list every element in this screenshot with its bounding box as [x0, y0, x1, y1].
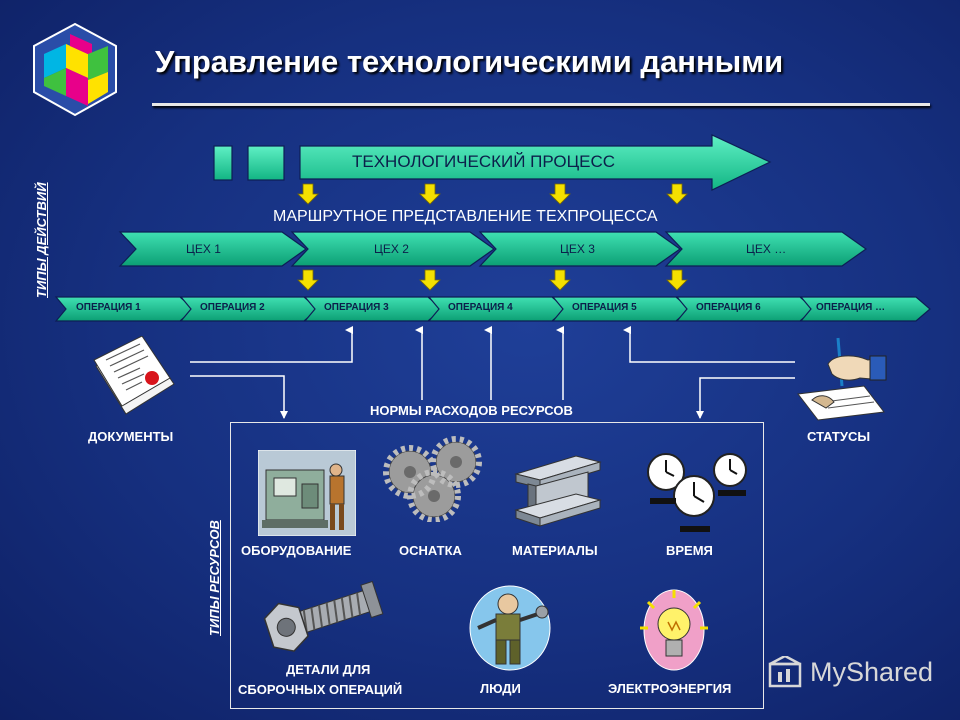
time-clocks-icon — [647, 453, 747, 532]
operation-label-2: ОПЕРАЦИЯ 2 — [200, 302, 265, 313]
parts-bolt-nut-icon — [263, 580, 384, 652]
operation-label-3: ОПЕРАЦИЯ 3 — [324, 302, 389, 313]
norms-label: НОРМЫ РАСХОДОВ РЕСУРСОВ — [370, 403, 573, 418]
yellow-markers-bottom — [297, 269, 688, 291]
process-label: ТЕХНОЛОГИЧЕСКИЙ ПРОЦЕСС — [352, 152, 616, 171]
equipment-machine-icon — [258, 450, 356, 536]
operation-label-5: ОПЕРАЦИЯ 5 — [572, 302, 637, 313]
operation-label-6: ОПЕРАЦИЯ 6 — [696, 302, 761, 313]
tooling-label: ОСНАТКА — [399, 543, 462, 558]
workshop-arrow-1 — [118, 231, 308, 267]
documents-label: ДОКУМЕНТЫ — [88, 429, 174, 444]
statuses-signing-icon — [797, 337, 887, 421]
workshop-arrow-3 — [478, 231, 682, 267]
operation-arrow-4 — [427, 296, 567, 322]
page-title: Управление технологическими данными — [155, 44, 784, 79]
operation-label-4: ОПЕРАЦИЯ 4 — [448, 302, 513, 313]
workshop-label-2: ЦЕХ 2 — [374, 242, 409, 256]
parts-label-line1: ДЕТАЛИ ДЛЯ — [286, 662, 371, 677]
documents-icon — [93, 336, 175, 415]
logo-cube-icon — [33, 22, 117, 117]
watermark-logo-icon — [768, 656, 802, 688]
workshop-label-3: ЦЕХ 3 — [560, 242, 595, 256]
workshop-label-4: ЦЕХ … — [746, 242, 787, 256]
equipment-label: ОБОРУДОВАНИЕ — [241, 543, 352, 558]
tooling-gears-icon — [383, 436, 482, 522]
process-stub-1 — [213, 145, 233, 181]
people-worker-icon — [469, 585, 551, 671]
operation-arrow-2 — [179, 296, 319, 322]
operation-arrow-3 — [303, 296, 443, 322]
operation-arrow-1 — [54, 296, 195, 322]
operation-arrow-5 — [551, 296, 691, 322]
process-arrow — [299, 134, 772, 191]
energy-label: ЭЛЕКТРОЭНЕРГИЯ — [608, 681, 732, 696]
workshop-arrow-4 — [664, 231, 868, 267]
statuses-label: СТАТУСЫ — [807, 429, 871, 444]
materials-ibeam-icon — [514, 455, 602, 527]
time-label: ВРЕМЯ — [666, 543, 713, 558]
resources-frame — [230, 422, 764, 709]
workshop-arrow-2 — [290, 231, 496, 267]
operation-arrow-7 — [799, 296, 931, 322]
workshop-label-1: ЦЕХ 1 — [186, 242, 221, 256]
energy-lightbulb-icon — [640, 589, 708, 671]
parts-label-line2: СБОРОЧНЫХ ОПЕРАЦИЙ — [238, 682, 403, 697]
process-flow-diagram — [54, 134, 931, 322]
people-label: ЛЮДИ — [480, 681, 521, 696]
process-stub-2 — [247, 145, 285, 181]
operation-label-1: ОПЕРАЦИЯ 1 — [76, 302, 141, 313]
yellow-markers-top — [297, 183, 688, 205]
watermark-text: MyShared — [810, 657, 934, 687]
operation-arrow-6 — [675, 296, 815, 322]
title-underline — [152, 103, 930, 106]
materials-label: МАТЕРИАЛЫ — [512, 543, 598, 558]
route-label: МАРШРУТНОЕ ПРЕДСТАВЛЕНИЕ ТЕХПРОЦЕССА — [273, 208, 658, 225]
operation-label-7: ОПЕРАЦИЯ … — [816, 302, 886, 313]
